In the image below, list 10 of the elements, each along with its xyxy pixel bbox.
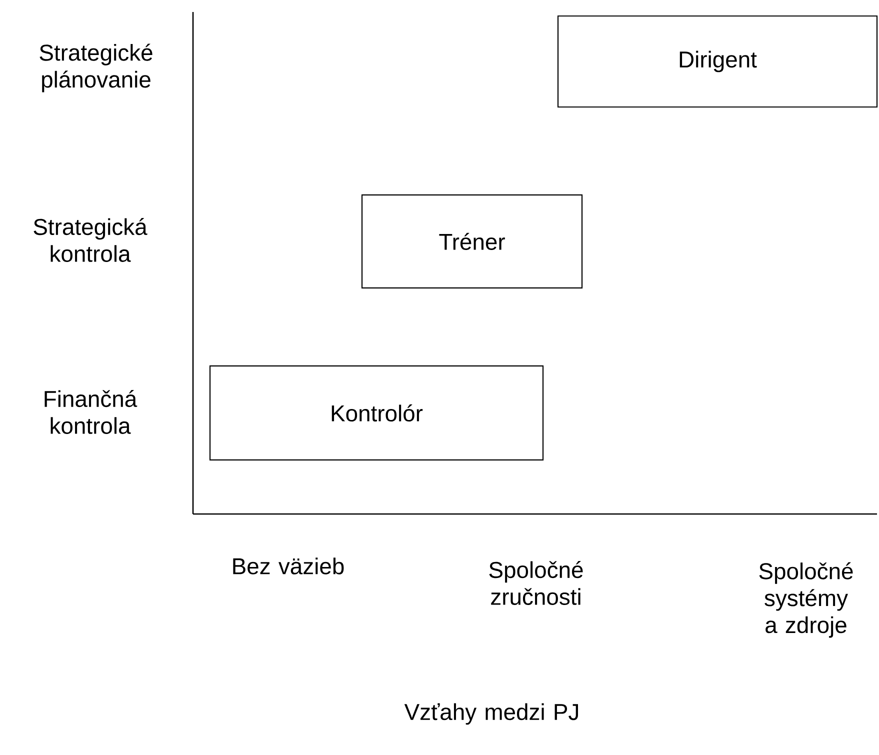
axis-label: Spoločné systémy a zdroje [759, 562, 853, 638]
strategy-box: Dirigent [557, 15, 878, 108]
axis-label: Bez väzieb [233, 558, 344, 574]
axis-label: Strategická kontrola [34, 218, 148, 262]
axis-label: Spoločné zručnosti [489, 560, 583, 605]
strategy-box: Tréner [361, 194, 583, 289]
axis-label: Vzťahy medzi PJ [404, 703, 578, 725]
axis-label: Strategické plánovanie [40, 44, 152, 92]
axis-label: Finančná kontrola [44, 390, 138, 434]
strategy-box: Kontrolór [209, 365, 544, 461]
